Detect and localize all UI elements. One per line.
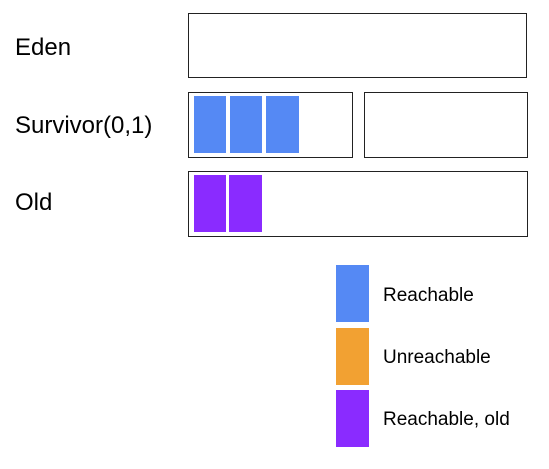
survivor-0-object-2 [230,96,262,153]
survivor-0-region [188,92,353,158]
survivor-0-object-3 [266,96,299,153]
eden-region [188,13,527,78]
legend-label-reachable-old: Reachable, old [383,409,510,430]
old-object-1 [194,175,226,232]
old-label: Old [15,189,53,216]
legend-swatch-reachable [336,265,369,322]
survivor-0-object-1 [194,96,226,153]
legend-swatch-reachable-old [336,390,369,447]
old-region [188,171,528,237]
survivor-label: Survivor(0,1) [15,112,153,139]
old-object-2 [229,175,262,232]
survivor-1-region [364,92,528,158]
legend-label-unreachable: Unreachable [383,347,491,368]
eden-label: Eden [15,34,72,61]
legend-swatch-unreachable [336,328,369,385]
legend-label-reachable: Reachable [383,285,474,306]
